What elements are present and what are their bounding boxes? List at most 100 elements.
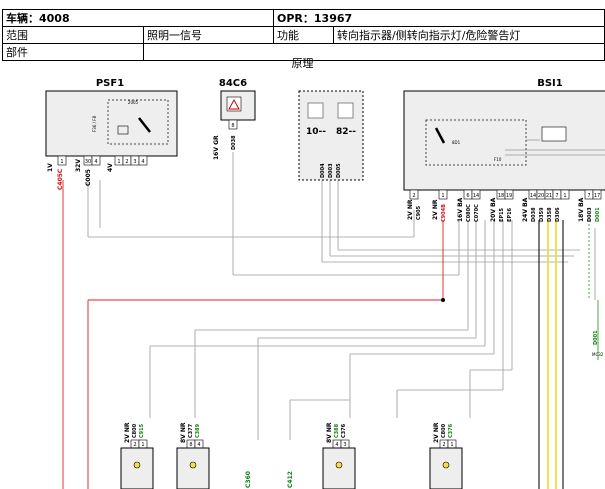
module-label-b: 82--: [336, 127, 356, 137]
bsi1-pin: 18: [498, 193, 504, 199]
wire-code: C405C: [57, 168, 64, 190]
lamp-pin: 8: [189, 442, 192, 448]
bsi1-wire: D358: [547, 207, 553, 222]
wire-code: C005: [85, 169, 92, 186]
psf1-pin: 30: [85, 159, 91, 165]
lamp-wire: 8V NR: [180, 422, 187, 443]
psf1-fuse: F36 / F8: [92, 115, 97, 132]
lamp-1: 2V NR C800 C915 2 1: [120, 422, 154, 489]
bsi1-chip: [541, 126, 567, 142]
section-title: 原理: [291, 57, 314, 70]
bsi1-wire: 2V NR: [432, 199, 439, 220]
bsi1-relay: [425, 119, 527, 166]
bsi1-pin: 14: [473, 193, 479, 199]
bsi1-pin: 2: [412, 193, 415, 199]
wire-code-c360: C360: [245, 471, 252, 488]
wire-code-d001: D001: [593, 330, 599, 345]
bsi1-relay-code: 8D1: [452, 140, 461, 145]
bsi1-pin: 6: [466, 193, 469, 199]
lamp-pin: 1: [141, 442, 144, 448]
hazard-switch[interactable]: [226, 96, 242, 112]
module-codes: D004 D003 D005: [320, 163, 342, 178]
bsi1-wire: D359: [539, 207, 545, 222]
bsi1-wire: 2V NR: [407, 199, 414, 220]
bsi1-wire: EP16: [507, 207, 513, 222]
lamp-code: C376: [448, 423, 454, 438]
lamp-wire: 2V NR: [433, 422, 440, 443]
wire-label: 1V: [47, 163, 54, 172]
bsi1-internal-lines: [505, 139, 605, 156]
lamp-pin: 1: [450, 442, 453, 448]
module-code: D004: [320, 163, 326, 178]
bsi1-switch: [434, 127, 446, 144]
bsi1-wire: 20V BA: [490, 197, 497, 222]
bsi1-pin: 14: [530, 193, 536, 199]
lamp-code: C800: [441, 423, 447, 438]
psf1-switch: [138, 117, 151, 133]
junction-dot: [441, 298, 445, 302]
bsi1-fuse: F10: [494, 157, 502, 162]
lamp-pin: 4: [197, 442, 200, 448]
bsi1-wire: C080C: [466, 204, 472, 222]
bsi1-pin-labels: 2 1 6 14 18 19 14 20 21 7 1 7 17: [412, 193, 600, 199]
lamp-2: 8V NR C377 C389 8 4: [176, 422, 210, 489]
bsi1-pin: 1: [563, 193, 566, 199]
bulb-icon: [335, 461, 343, 469]
wire-label: 32V: [75, 159, 82, 172]
lamp-pin: 4: [335, 442, 338, 448]
parts-label: 部件: [2, 43, 144, 61]
psf1-pin: 1: [117, 159, 120, 165]
wire-label: 4V: [107, 163, 114, 172]
psf1-pin: 1: [60, 159, 63, 165]
bsi1-wire: C904B: [441, 204, 447, 222]
lamp-wire: 8V NR: [326, 422, 333, 443]
bsi1-pin-row: [409, 189, 602, 200]
bsi1-wire: EP15: [499, 207, 505, 222]
red-wire-bsi: [88, 220, 444, 301]
lamp-code: C377: [188, 423, 194, 438]
lamp-code: C376: [341, 423, 347, 438]
bsi1-pin: 21: [546, 193, 552, 199]
lamp-4: 2V NR C800 C376 2 1: [429, 422, 463, 489]
lamp-pin: 2: [442, 442, 445, 448]
module-code: D003: [328, 163, 334, 178]
module-code: D005: [336, 163, 342, 178]
bsi1-wire: C070C: [474, 204, 480, 222]
gray-wires: [87, 152, 596, 440]
bulb-icon: [442, 461, 450, 469]
wire-code-mc: MC32: [592, 352, 604, 357]
lamp-code: C915: [139, 423, 145, 438]
psf1-pin: 4: [94, 159, 97, 165]
wire-code-c412: C412: [287, 471, 294, 488]
bsi1-pin: 20: [538, 193, 544, 199]
bsi1-pin: 19: [506, 193, 512, 199]
bsi1-title: BSI1: [537, 78, 563, 89]
lamp-pin: 2: [133, 442, 136, 448]
bsi1-wire: 16V BA: [457, 197, 464, 222]
bsi1-box: [403, 90, 605, 191]
lamp-code: C800: [132, 423, 138, 438]
parts-value: [143, 43, 605, 61]
c84c6-pin-box: [228, 119, 238, 130]
lamp-pin: 3: [343, 442, 346, 448]
c84c6-title: 84C6: [219, 78, 247, 89]
psf1-code: 2005: [128, 100, 139, 105]
bsi1-wire: 18V BA: [578, 197, 585, 222]
bulb-icon: [189, 461, 197, 469]
c84c6-pin: 8: [231, 123, 234, 129]
psf1-pin-row: [57, 155, 148, 166]
psf1-relay: [107, 99, 169, 145]
psf1-box: [45, 90, 178, 157]
bsi1-pin: 7: [555, 193, 558, 199]
psf1-pin: 3: [133, 159, 136, 165]
c84c6-wire: 16V GR: [213, 135, 220, 160]
bulb-icon: [133, 461, 141, 469]
bsi1-wire-labels: 2V NR C905 2V NR C904B 16V BA C080C C070…: [407, 197, 601, 222]
lamp-wire: 2V NR: [124, 422, 131, 443]
lamp-code: C388: [334, 423, 340, 438]
bsi1-pin: 7: [587, 193, 590, 199]
bsi1-wire: C905: [416, 205, 422, 220]
bsi1-pin: 1: [441, 193, 444, 199]
